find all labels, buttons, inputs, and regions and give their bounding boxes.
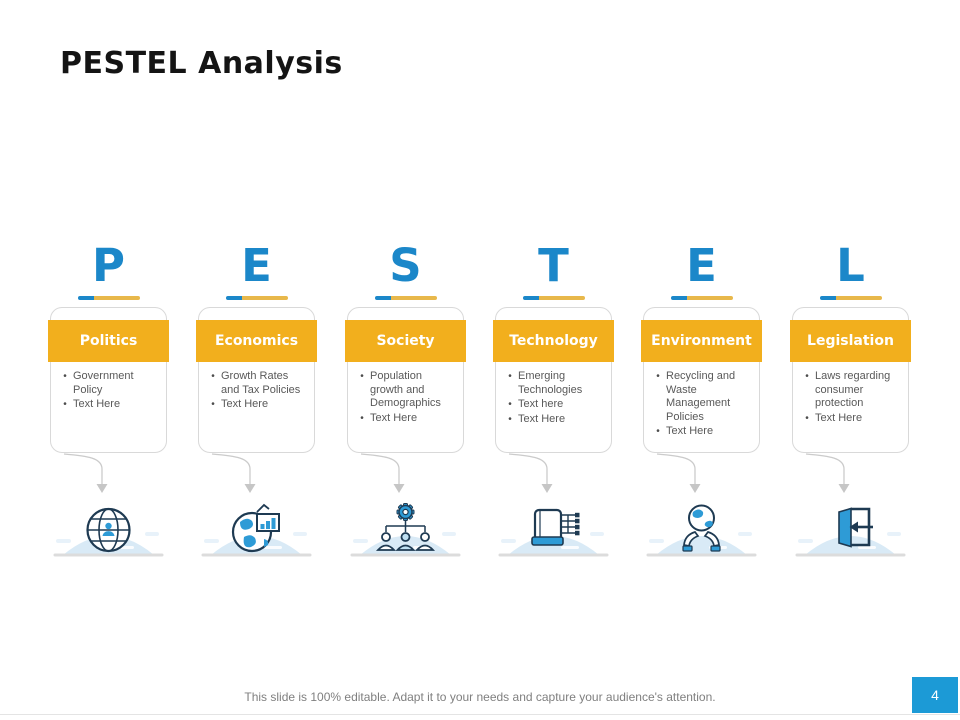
bullet-item: •Text Here <box>211 398 269 410</box>
politics-card-title: Politics <box>48 320 169 362</box>
connector-arrow-icon <box>656 453 701 493</box>
bullet-item: •Text Here <box>63 398 121 410</box>
society-card-title: Society <box>345 320 466 362</box>
letter-underline <box>819 296 882 300</box>
letter-t: T <box>538 239 569 292</box>
globe-chart-icon <box>201 503 312 557</box>
column-society: S Society •Population growth and Demogra… <box>345 239 466 571</box>
letter-s: S <box>389 239 422 292</box>
page-number-badge: 4 <box>912 677 958 713</box>
column-legislation: L Legislation •Laws regarding consumer p… <box>790 239 911 571</box>
bottom-divider <box>0 714 960 715</box>
environment-card: Environment •Recycling and Waste Managem… <box>641 307 762 453</box>
globe-person-icon <box>53 507 164 557</box>
letter-e2: E <box>686 239 717 292</box>
letter-l: L <box>836 239 865 292</box>
bullet-item: •Text Here <box>508 412 566 425</box>
bullet-item: •Text Here <box>805 411 863 424</box>
technology-bullet-list: •Emerging Technologies •Text here •Text … <box>496 370 611 426</box>
bullet-item: •Population growth and Demographics <box>360 370 441 409</box>
bullet-item: •Text Here <box>360 411 418 424</box>
bullet-item: •Government Policy <box>63 370 134 396</box>
technology-card: Technology •Emerging Technologies •Text … <box>493 307 614 453</box>
footer-note: This slide is 100% editable. Adapt it to… <box>244 690 716 704</box>
bullet-item: •Emerging Technologies <box>508 370 583 396</box>
connector-arrow-icon <box>508 453 553 493</box>
connector-arrow-icon <box>211 453 256 493</box>
door-arrow-icon <box>795 507 906 557</box>
bullet-item: •Laws regarding consumer protection <box>805 370 891 409</box>
letter-p: P <box>92 239 125 292</box>
economics-card: Economics •Growth Rates and Tax Policies… <box>196 307 317 453</box>
letter-underline <box>670 296 733 300</box>
environment-card-title: Environment <box>641 320 762 362</box>
bullet-item: •Text here <box>508 398 564 410</box>
column-environment: E Environment •Recycling and Waste Manag… <box>641 239 762 571</box>
society-card: Society •Population growth and Demograph… <box>345 307 466 453</box>
bullet-item: •Text Here <box>656 425 714 437</box>
column-technology: T Technology •Emerging Technologies •Tex… <box>493 239 614 571</box>
legislation-card-title: Legislation <box>790 320 911 362</box>
politics-card: Politics •Government Policy •Text Here <box>48 307 169 453</box>
environment-bullet-list: •Recycling and Waste Management Policies… <box>644 370 759 439</box>
connector-arrow-icon <box>360 453 405 493</box>
economics-bullet-list: •Growth Rates and Tax Policies •Text Her… <box>199 370 314 412</box>
letter-underline <box>77 296 140 300</box>
legislation-bullet-list: •Laws regarding consumer protection •Tex… <box>793 370 908 425</box>
connector-arrow-icon <box>63 453 108 493</box>
bullet-item: •Growth Rates and Tax Policies <box>211 370 301 396</box>
hands-globe-icon <box>646 504 757 557</box>
connector-arrow-icon <box>805 453 850 493</box>
column-economics: E Economics •Growth Rates and Tax Polici… <box>196 239 317 571</box>
letter-underline <box>225 296 288 300</box>
letter-underline <box>522 296 585 300</box>
society-bullet-list: •Population growth and Demographics •Tex… <box>348 370 463 425</box>
people-gear-icon <box>350 503 461 557</box>
column-politics: P Politics •Government Policy •Text Here <box>48 239 169 571</box>
page-title: PESTEL Analysis <box>60 46 343 81</box>
economics-card-title: Economics <box>196 320 317 362</box>
legislation-card: Legislation •Laws regarding consumer pro… <box>790 307 911 453</box>
letter-e1: E <box>241 239 272 292</box>
bullet-item: •Recycling and Waste Management Policies <box>656 370 736 423</box>
device-circuit-icon <box>498 508 609 557</box>
letter-underline <box>374 296 437 300</box>
politics-bullet-list: •Government Policy •Text Here <box>51 370 166 412</box>
technology-card-title: Technology <box>493 320 614 362</box>
